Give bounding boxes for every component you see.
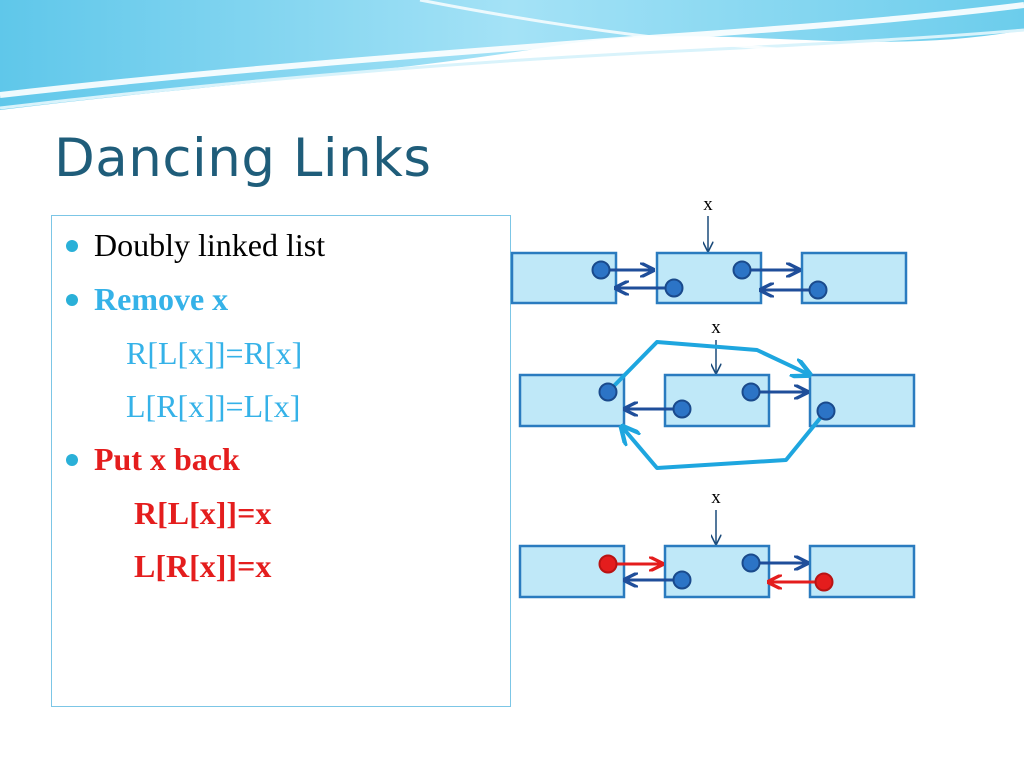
prev-pointer-dot-icon: [664, 278, 684, 298]
slide-title: Dancing Links: [54, 128, 432, 189]
prev-pointer-dot-icon: [672, 570, 692, 590]
diagram-put-x-back: x: [518, 487, 916, 599]
remove-step-1: R[L[x]]=R[x]: [126, 335, 303, 371]
header-wave-decoration: [0, 0, 1024, 110]
next-pointer-dot-icon: [741, 553, 761, 573]
restored-pointer-dot-icon: [598, 554, 618, 574]
bypass-link-next: [606, 340, 808, 394]
bullet-remove-x: Remove x: [94, 281, 229, 317]
next-pointer-dot-icon: [598, 382, 618, 402]
diagram-remove-x: x: [518, 317, 916, 470]
pointer-label-x: x: [711, 487, 721, 508]
restored-pointer-dot-icon: [814, 572, 834, 592]
restore-step-2: L[R[x]]=x: [134, 548, 272, 584]
next-pointer-dot-icon: [732, 260, 752, 280]
prev-pointer-dot-icon: [672, 399, 692, 419]
remove-step-2: L[R[x]]=L[x]: [126, 388, 301, 424]
pointer-label-x: x: [703, 194, 713, 215]
bullet-dot-icon: [66, 294, 78, 306]
prev-pointer-dot-icon: [816, 401, 836, 421]
restore-step-1: R[L[x]]=x: [134, 495, 272, 531]
bullet-doubly-linked-list: Doubly linked list: [94, 227, 326, 263]
bullet-put-x-back: Put x back: [94, 441, 240, 477]
bullet-list-box: Doubly linked list Remove x R[L[x]]=R[x]…: [51, 215, 511, 707]
next-pointer-dot-icon: [741, 382, 761, 402]
prev-pointer-dot-icon: [808, 280, 828, 300]
pointer-label-x: x: [711, 317, 721, 338]
next-pointer-dot-icon: [591, 260, 611, 280]
bullet-dot-icon: [66, 454, 78, 466]
bypass-link-prev: [623, 409, 828, 470]
diagram-doubly-linked-list: x: [510, 194, 908, 305]
bullet-dot-icon: [66, 240, 78, 252]
